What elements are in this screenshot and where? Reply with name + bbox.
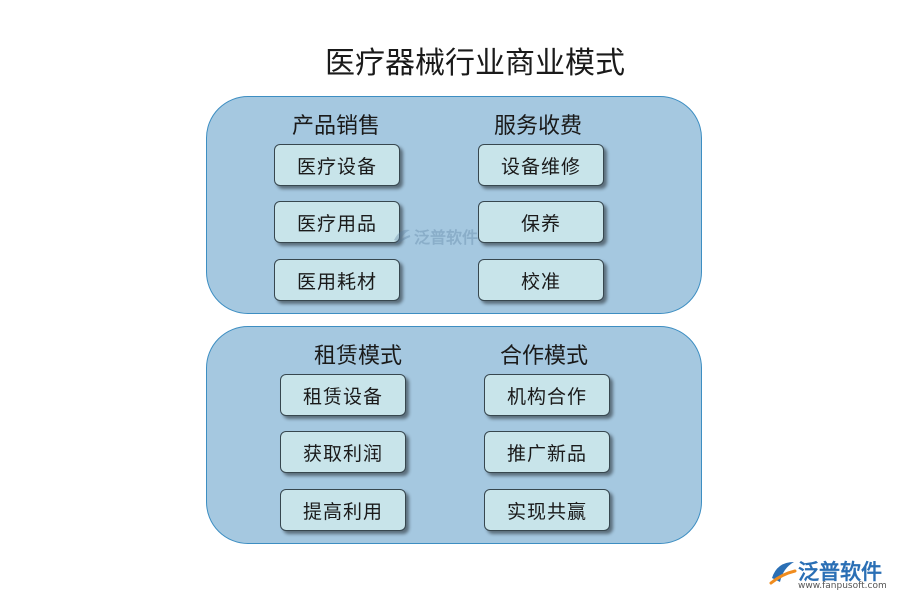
item-box: 推广新品 — [484, 431, 610, 473]
brand-logo: 泛普软件 www.fanpusoft.com — [768, 554, 894, 594]
column-heading-cooperation: 合作模式 — [500, 344, 589, 369]
brand-url: www.fanpusoft.com — [798, 581, 887, 591]
item-box: 校准 — [478, 259, 604, 301]
fanpu-logo-icon — [394, 229, 411, 245]
item-box: 获取利润 — [280, 431, 406, 473]
item-box: 医用耗材 — [274, 259, 400, 301]
item-box: 设备维修 — [478, 144, 604, 186]
column-heading-leasing: 租赁模式 — [314, 344, 403, 369]
diagram-title: 医疗器械行业商业模式 — [325, 46, 625, 81]
column-heading-product-sales: 产品销售 — [292, 114, 381, 139]
column-heading-service-fees: 服务收费 — [494, 114, 583, 139]
item-box: 实现共赢 — [484, 489, 610, 531]
watermark: 泛普软件 — [390, 224, 478, 248]
item-box: 医疗设备 — [274, 144, 400, 186]
watermark-text: 泛普软件 — [414, 228, 479, 247]
brand-name: 泛普软件 — [798, 560, 882, 584]
item-box: 提高利用 — [280, 489, 406, 531]
fanpu-logo-icon — [769, 562, 797, 585]
item-box: 医疗用品 — [274, 201, 400, 243]
item-box: 机构合作 — [484, 374, 610, 416]
item-box: 保养 — [478, 201, 604, 243]
item-box: 租赁设备 — [280, 374, 406, 416]
